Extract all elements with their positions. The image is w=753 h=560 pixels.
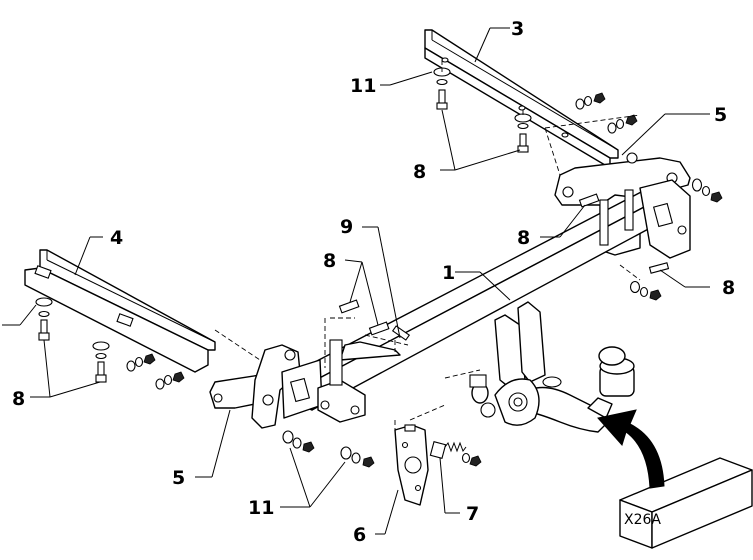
middle-bolt-1 bbox=[338, 299, 360, 314]
callout-11-upper: 11 bbox=[350, 75, 376, 97]
hardware-set-upper bbox=[575, 92, 638, 134]
part-7-spring-bolt bbox=[429, 441, 482, 467]
leader-lines bbox=[2, 27, 710, 535]
callout-11-lower: 11 bbox=[248, 497, 274, 519]
part-11-washers-bottom bbox=[282, 430, 375, 468]
part-1-crossbar bbox=[281, 179, 691, 423]
tow-arm bbox=[469, 301, 635, 433]
callout-7: 7 bbox=[466, 503, 479, 525]
callout-8-right-lower: 8 bbox=[722, 277, 735, 299]
electric-kit-label: X26A bbox=[624, 512, 661, 528]
part-5-left-bracket bbox=[209, 329, 301, 429]
callout-1: 1 bbox=[442, 262, 455, 284]
upper-bolt-left bbox=[433, 60, 451, 110]
callout-8-right-upper: 8 bbox=[517, 227, 530, 249]
callout-5-right: 5 bbox=[714, 104, 727, 126]
callout-3: 3 bbox=[511, 18, 524, 40]
left-bolt-2 bbox=[92, 341, 110, 383]
callout-6: 6 bbox=[353, 524, 366, 546]
callout-5-left: 5 bbox=[172, 467, 185, 489]
left-bolt-1 bbox=[35, 297, 53, 341]
hardware-set-right bbox=[578, 178, 723, 301]
part-4-left-bracket bbox=[24, 249, 216, 373]
upper-bolt-right bbox=[514, 110, 532, 153]
electric-kit-box: X26A bbox=[619, 457, 753, 549]
callout-8-upper: 8 bbox=[413, 161, 426, 183]
part-3-upper-bracket bbox=[424, 29, 619, 169]
alignment-lines bbox=[324, 264, 641, 430]
middle-bolt-2 bbox=[368, 321, 390, 336]
callout-4: 4 bbox=[110, 227, 123, 249]
curved-arrow bbox=[597, 409, 665, 489]
hardware-set-left bbox=[126, 353, 185, 390]
callout-8-left: 8 bbox=[12, 388, 25, 410]
part-6-socket-plate bbox=[394, 424, 429, 506]
callouts: 3 11 8 5 8 8 4 8 9 8 1 5 11 6 7 bbox=[12, 18, 735, 546]
callout-8-middle: 8 bbox=[323, 250, 336, 272]
callout-9: 9 bbox=[340, 216, 353, 238]
